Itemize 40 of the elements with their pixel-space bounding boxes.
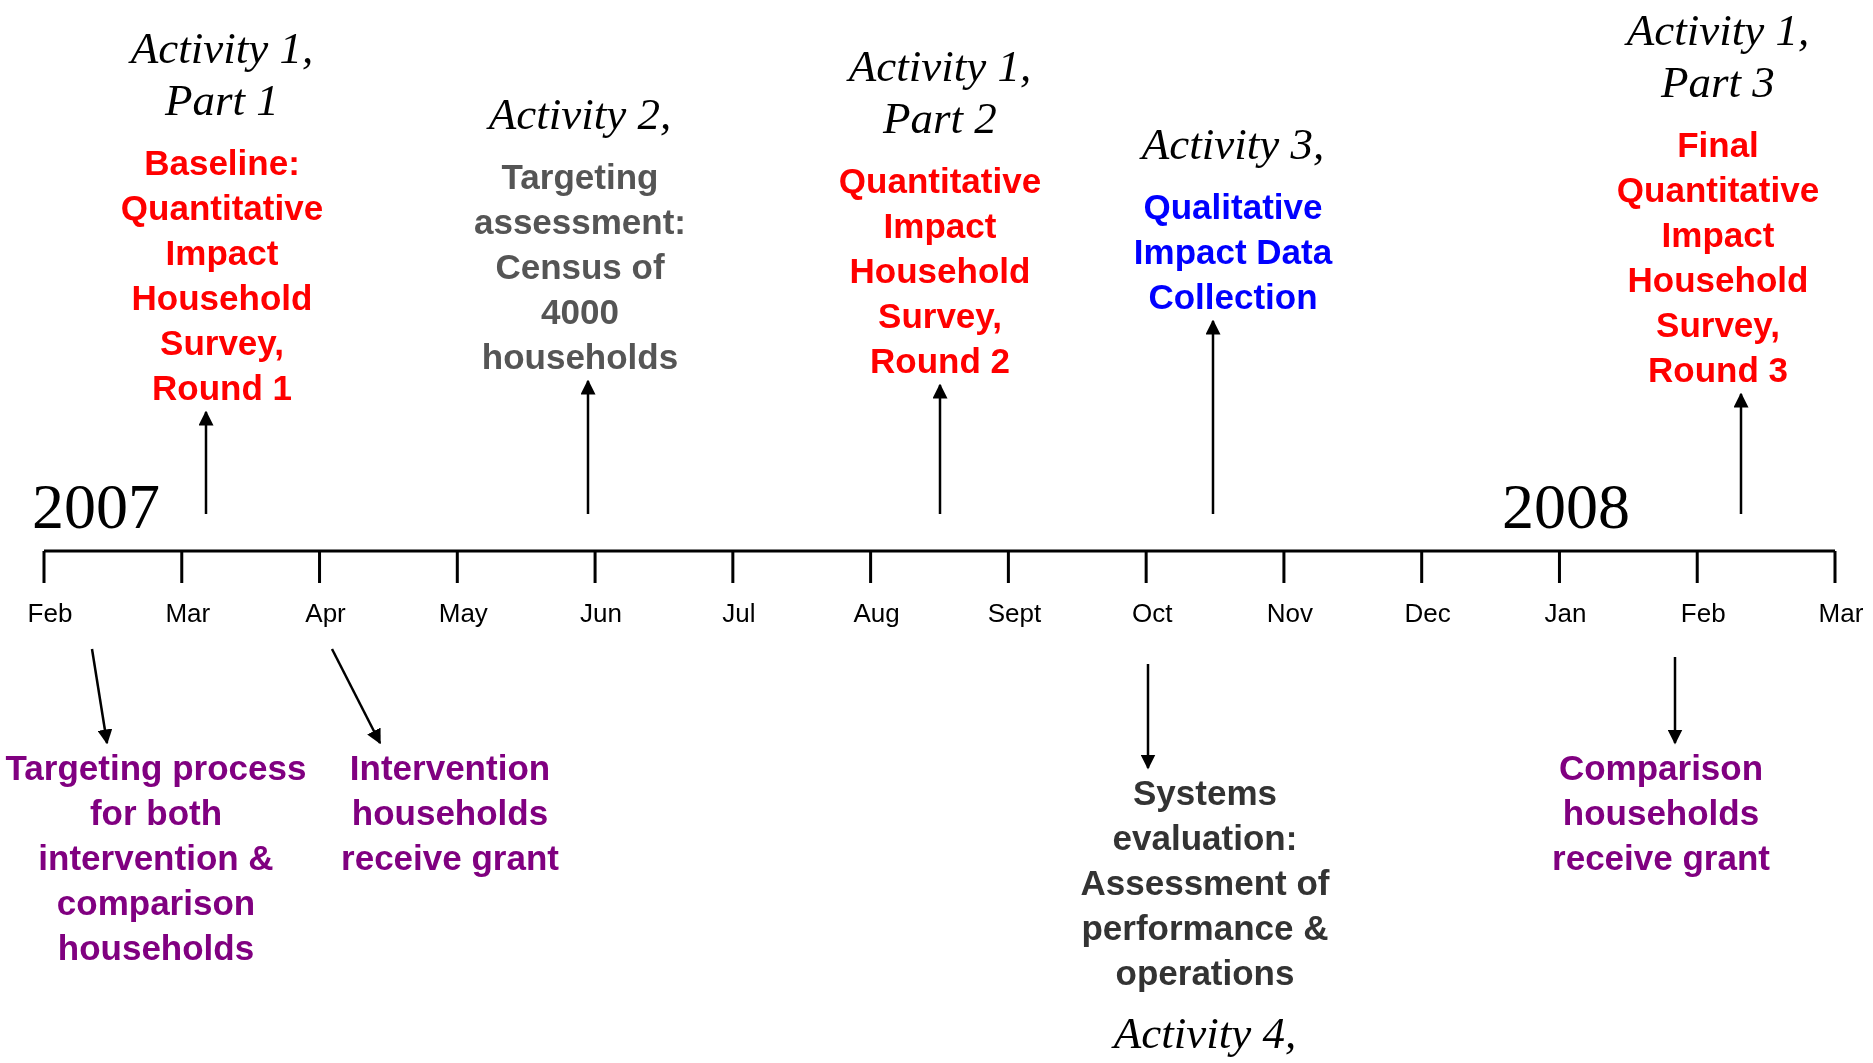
activity-heading: Activity 2, xyxy=(485,88,673,140)
activity-heading: Activity 1, Part 1 xyxy=(127,22,315,126)
month-label: Nov xyxy=(1266,598,1314,629)
month-label: Mar xyxy=(165,598,211,629)
month-label: Mar xyxy=(1818,598,1864,629)
arrow xyxy=(198,410,214,514)
year-label: 2007 xyxy=(32,470,160,544)
arrow xyxy=(1733,392,1749,514)
month-label: Sept xyxy=(987,598,1042,629)
event-description: Systems evaluation: Assessment of performance & operations xyxy=(1079,772,1331,994)
activity-heading: Activity 4, xyxy=(1110,1007,1298,1059)
event-description: Baseline: Quantitative Impact Household Survey, Round 1 xyxy=(119,142,325,409)
event-description: Qualitative Impact Data Collection xyxy=(1132,186,1334,318)
arrow xyxy=(1140,664,1156,770)
month-label: Feb xyxy=(1680,598,1726,629)
activity-heading: Activity 1, Part 3 xyxy=(1623,4,1811,108)
arrow xyxy=(580,379,596,514)
arrow xyxy=(932,383,948,514)
arrow xyxy=(1205,319,1221,514)
event-description: Targeting assessment: Census of 4000 households xyxy=(472,156,688,378)
event-description: Intervention households receive grant xyxy=(340,747,560,879)
month-label: May xyxy=(438,598,488,629)
arrow xyxy=(1667,657,1683,745)
arrow xyxy=(330,648,382,745)
month-label: Dec xyxy=(1404,598,1451,629)
year-label: 2008 xyxy=(1502,470,1630,544)
event-description: Comparison households receive grant xyxy=(1551,747,1771,879)
event-description: Quantitative Impact Household Survey, Round 2 xyxy=(837,160,1043,382)
activity-heading: Activity 1, Part 2 xyxy=(845,40,1033,144)
month-label: Jun xyxy=(580,598,623,629)
month-label: Feb xyxy=(27,598,73,629)
month-label: Jul xyxy=(722,598,756,629)
month-label: Jan xyxy=(1544,598,1587,629)
month-label: Aug xyxy=(853,598,900,629)
activity-heading: Activity 3, xyxy=(1138,118,1326,170)
month-label: Oct xyxy=(1131,598,1173,629)
event-description: Final Quantitative Impact Household Survey, Round 3 xyxy=(1615,124,1821,391)
month-label: Apr xyxy=(305,598,346,629)
event-description: Targeting process for both intervention & comparison households xyxy=(4,747,308,969)
arrow xyxy=(90,648,113,745)
